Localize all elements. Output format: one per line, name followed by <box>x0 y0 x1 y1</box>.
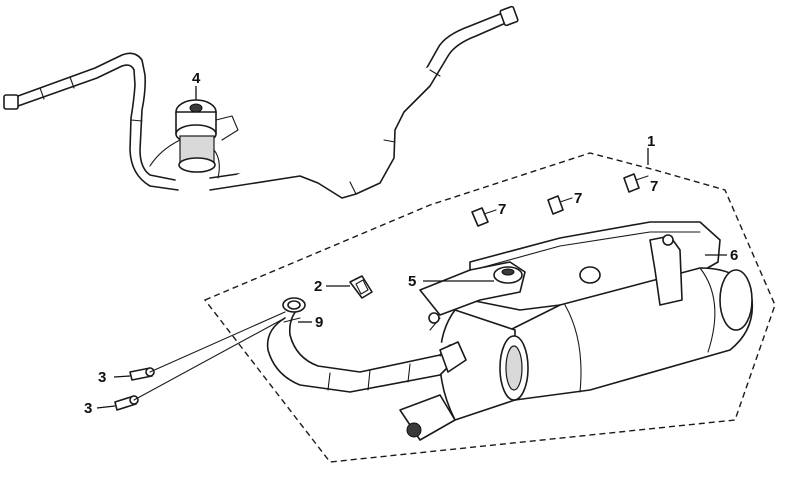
gasket <box>349 275 373 299</box>
callout-9: 9 <box>315 314 323 331</box>
callout-2: 2 <box>314 278 322 295</box>
callout-7b: 7 <box>574 190 582 207</box>
muffler-assembly <box>399 221 754 441</box>
exhaust-assembly-boundary <box>203 152 776 463</box>
callout-6: 6 <box>730 247 738 264</box>
callout-3b: 3 <box>84 400 92 417</box>
stud-bolts <box>114 311 286 411</box>
callout-5: 5 <box>408 273 416 290</box>
callout-1: 1 <box>647 133 655 150</box>
mounting-bolts <box>471 173 649 227</box>
callout-7a: 7 <box>498 201 506 218</box>
secondary-air-hose-assembly <box>3 5 519 199</box>
exhaust-pipe <box>266 297 467 393</box>
callout-4: 4 <box>192 70 201 87</box>
callout-3a: 3 <box>98 369 106 386</box>
callout-7c: 7 <box>650 178 658 195</box>
air-injection-valve <box>149 99 239 179</box>
